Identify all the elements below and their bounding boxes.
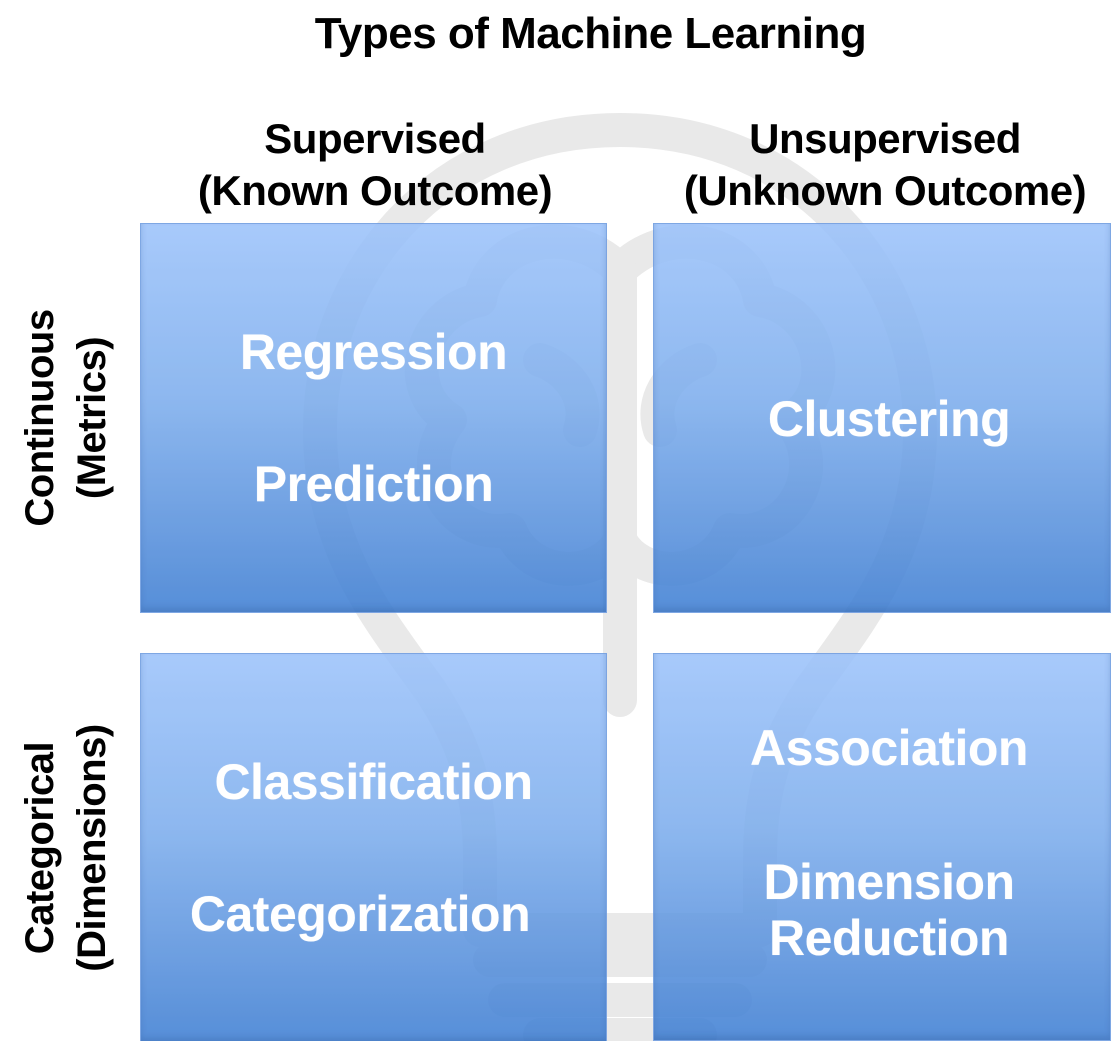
row-header-line: Categorical (18, 741, 62, 955)
method-label-association: Association (750, 720, 1028, 776)
method-label-prediction: Prediction (253, 456, 494, 512)
column-header-supervised: Supervised (Known Outcome) (150, 113, 600, 217)
column-header-unsupervised: Unsupervised (Unknown Outcome) (660, 113, 1110, 217)
method-label-regression: Regression (239, 324, 508, 380)
method-label-classification: Classification (214, 754, 533, 810)
diagram-title: Types of Machine Learning (314, 9, 867, 58)
column-header-line: Unsupervised (749, 115, 1021, 162)
quadrant-supervised-categorical (140, 653, 607, 1041)
method-label-line: Dimension (763, 854, 1015, 910)
column-header-line: (Known Outcome) (197, 167, 553, 214)
quadrant-supervised-continuous (140, 223, 607, 613)
column-header-line: Supervised (264, 115, 486, 162)
column-header-line: (Unknown Outcome) (683, 167, 1087, 214)
method-label-dimension-reduction: Dimension Reduction (653, 854, 1111, 966)
row-header-line: Continuous (18, 309, 62, 527)
row-header-line: (Metrics) (70, 336, 114, 500)
method-label-line: Reduction (769, 910, 1009, 966)
quadrant-unsupervised-categorical (653, 653, 1111, 1041)
row-header-line: (Dimensions) (70, 724, 114, 972)
method-label-categorization: Categorization (189, 886, 531, 942)
method-label-clustering: Clustering (767, 391, 1011, 447)
